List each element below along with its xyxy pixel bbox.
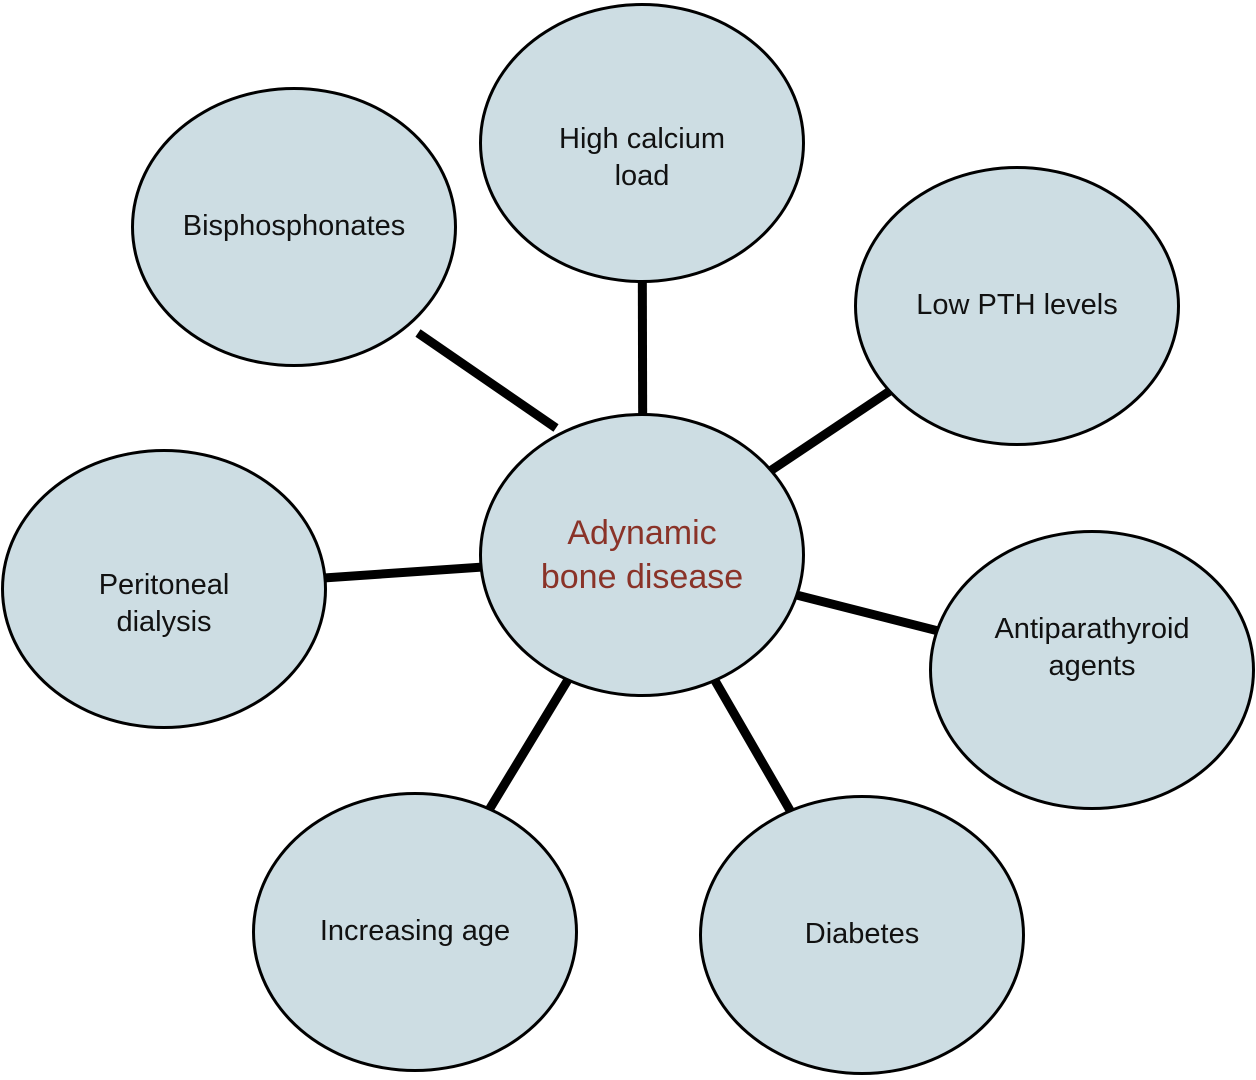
- node-antiparathyroid-agents: Antiparathyroid agents: [929, 530, 1255, 810]
- node-bisphosphonates-label: Bisphosphonates: [182, 210, 406, 243]
- node-increasing-age-label: Increasing age: [319, 915, 511, 948]
- node-diabetes: Diabetes: [699, 795, 1025, 1075]
- node-bisphosphonates: Bisphosphonates: [131, 87, 457, 367]
- node-center-adynamic-bone-disease: Adynamic bone disease: [479, 413, 805, 697]
- node-antiparathyroid-agents-label: Antiparathyroid agents: [994, 612, 1190, 682]
- node-high-calcium-load: High calcium load: [479, 3, 805, 283]
- node-peritoneal-dialysis-label: Peritoneal dialysis: [98, 568, 230, 638]
- node-low-pth-levels: Low PTH levels: [854, 166, 1180, 446]
- node-center-label: Adynamic bone disease: [540, 513, 744, 596]
- node-diabetes-label: Diabetes: [804, 918, 920, 951]
- node-peritoneal-dialysis: Peritoneal dialysis: [1, 449, 327, 729]
- edge-center-bisphosphonates: [415, 329, 559, 432]
- node-low-pth-levels-label: Low PTH levels: [916, 289, 1118, 322]
- node-high-calcium-load-label: High calcium load: [559, 122, 725, 192]
- node-increasing-age: Increasing age: [252, 792, 578, 1072]
